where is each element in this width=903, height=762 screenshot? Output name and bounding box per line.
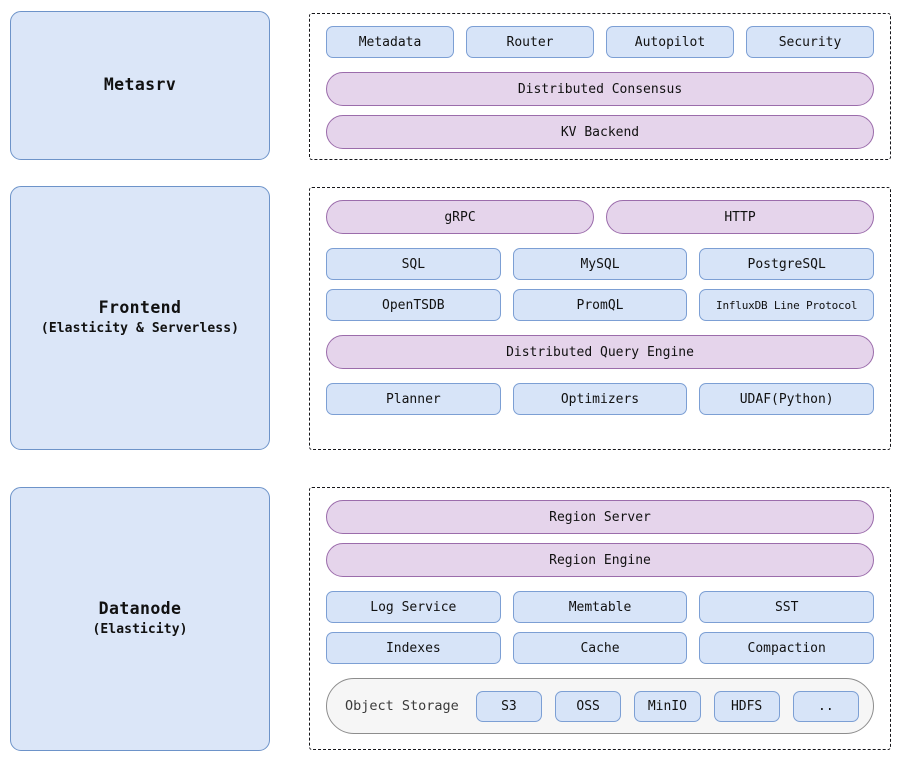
node-udaf-python[interactable]: UDAF(Python) <box>699 383 875 415</box>
node-distributed-query-engine[interactable]: Distributed Query Engine <box>326 335 874 369</box>
node-hdfs[interactable]: HDFS <box>713 690 780 722</box>
group-frontend: gRPC HTTP SQL MySQL PostgreSQL OpenTSDB … <box>309 187 891 450</box>
datanode-storage-row-1: Log Service Memtable SST <box>326 591 875 623</box>
node-indexes[interactable]: Indexes <box>326 632 501 664</box>
node-oss[interactable]: OSS <box>555 690 622 722</box>
metasrv-consensus-row: Distributed Consensus <box>326 72 874 106</box>
frontend-protocol-row: gRPC HTTP <box>326 200 874 234</box>
node-cache[interactable]: Cache <box>512 632 688 664</box>
node-s3[interactable]: S3 <box>475 690 543 722</box>
datanode-object-storage-row: Object Storage S3 OSS MinIO HDFS .. <box>326 678 874 734</box>
node-grpc[interactable]: gRPC <box>326 200 594 234</box>
role-title-datanode: Datanode <box>98 599 182 619</box>
node-http[interactable]: HTTP <box>606 200 874 234</box>
node-memtable[interactable]: Memtable <box>512 591 688 623</box>
object-storage-container: Object Storage S3 OSS MinIO HDFS .. <box>326 678 874 734</box>
node-compaction[interactable]: Compaction <box>699 632 875 664</box>
node-region-server[interactable]: Region Server <box>326 500 874 534</box>
node-sql[interactable]: SQL <box>326 248 501 280</box>
role-title-metasrv: Metasrv <box>103 75 177 95</box>
role-column: Metasrv Frontend (Elasticity & Serverles… <box>10 0 272 762</box>
frontend-engine-parts-row: Planner Optimizers UDAF(Python) <box>326 383 875 415</box>
node-log-service[interactable]: Log Service <box>326 591 501 623</box>
datanode-region-engine-row: Region Engine <box>326 543 874 577</box>
frontend-sql-row: SQL MySQL PostgreSQL <box>326 248 875 280</box>
frontend-tsdb-row: OpenTSDB PromQL InfluxDB Line Protocol <box>326 289 875 321</box>
role-subtitle-frontend: (Elasticity & Serverless) <box>40 321 240 337</box>
role-panel-datanode[interactable]: Datanode (Elasticity) <box>10 487 270 751</box>
node-region-engine[interactable]: Region Engine <box>326 543 874 577</box>
node-minio[interactable]: MinIO <box>634 690 701 722</box>
node-more-backends[interactable]: .. <box>792 690 859 722</box>
node-optimizers[interactable]: Optimizers <box>512 383 688 415</box>
frontend-query-engine-row: Distributed Query Engine <box>326 335 874 369</box>
node-autopilot[interactable]: Autopilot <box>606 26 734 58</box>
role-title-frontend: Frontend <box>98 298 182 318</box>
role-panel-metasrv[interactable]: Metasrv <box>10 11 270 160</box>
role-subtitle-datanode: (Elasticity) <box>92 622 188 638</box>
datanode-storage-row-2: Indexes Cache Compaction <box>326 632 875 664</box>
node-router[interactable]: Router <box>466 26 594 58</box>
datanode-region-server-row: Region Server <box>326 500 874 534</box>
metasrv-kv-row: KV Backend <box>326 115 874 149</box>
node-promql[interactable]: PromQL <box>512 289 688 321</box>
node-planner[interactable]: Planner <box>326 383 501 415</box>
group-datanode: Region Server Region Engine Log Service … <box>309 487 891 750</box>
node-mysql[interactable]: MySQL <box>512 248 688 280</box>
node-security[interactable]: Security <box>746 26 874 58</box>
node-sst[interactable]: SST <box>699 591 875 623</box>
node-opentsdb[interactable]: OpenTSDB <box>326 289 501 321</box>
role-panel-frontend[interactable]: Frontend (Elasticity & Serverless) <box>10 186 270 450</box>
node-metadata[interactable]: Metadata <box>326 26 454 58</box>
object-storage-label: Object Storage <box>345 698 459 714</box>
node-kv-backend[interactable]: KV Backend <box>326 115 874 149</box>
node-distributed-consensus[interactable]: Distributed Consensus <box>326 72 874 106</box>
group-metasrv: Metadata Router Autopilot Security Distr… <box>309 13 891 160</box>
node-influxdb-line-protocol[interactable]: InfluxDB Line Protocol <box>699 289 875 321</box>
node-postgresql[interactable]: PostgreSQL <box>699 248 875 280</box>
metasrv-services-row: Metadata Router Autopilot Security <box>326 26 874 58</box>
